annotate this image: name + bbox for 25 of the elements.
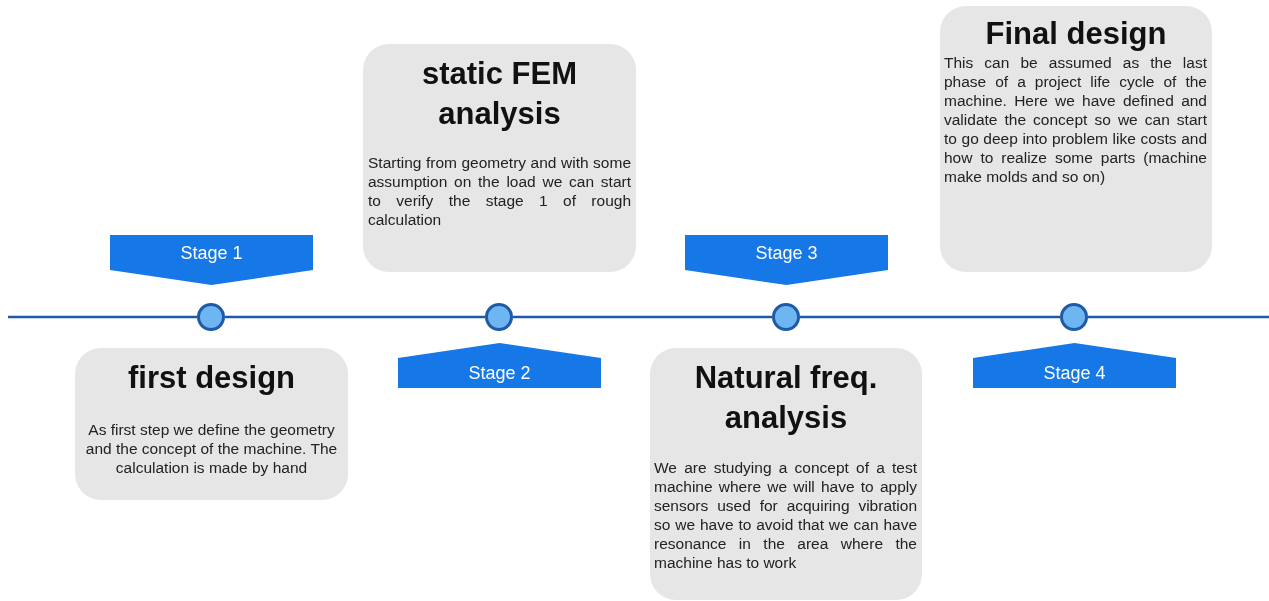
- timeline-line: [8, 315, 197, 319]
- timeline-line: [225, 315, 485, 319]
- stage-card: [75, 348, 348, 500]
- timeline-marker: [485, 303, 513, 331]
- card-title: Final design: [984, 15, 1168, 53]
- card-title: first design: [126, 359, 297, 397]
- timeline-marker: [1060, 303, 1088, 331]
- stage-card: [940, 6, 1212, 272]
- card-description: Starting from geometry and with some assumption on the load we can start to verify the stage 1 of rough calculation: [368, 153, 631, 229]
- card-description: We are studying a concept of a test machine where we will have to apply sensors used for acquiring vibration so we have to avoid that we can have resonance in the area where the machine has to work: [654, 458, 917, 572]
- stage-card: [650, 348, 922, 600]
- stage-banner: Stage 3: [685, 235, 888, 285]
- stage-banner: Stage 2: [398, 343, 601, 388]
- card-title: Natural freq. analysis: [693, 359, 879, 437]
- stage-banner: Stage 4: [973, 343, 1176, 388]
- card-description: As first step we define the geometry and the concept of the machine. The calculation is made by hand: [84, 420, 339, 477]
- timeline-marker: [197, 303, 225, 331]
- timeline-line: [1088, 315, 1269, 319]
- timeline-line: [800, 315, 1060, 319]
- timeline-line: [513, 315, 772, 319]
- timeline-marker: [772, 303, 800, 331]
- card-title: static FEM analysis: [421, 55, 578, 133]
- stage-card: [363, 44, 636, 272]
- stage-banner: Stage 1: [110, 235, 313, 285]
- card-description: This can be assumed as the last phase of a project life cycle of the machine. Here we have defined and validate the concept so we can start to go deep into problem like costs and how to realize some parts (machine make molds and so on): [944, 53, 1207, 186]
